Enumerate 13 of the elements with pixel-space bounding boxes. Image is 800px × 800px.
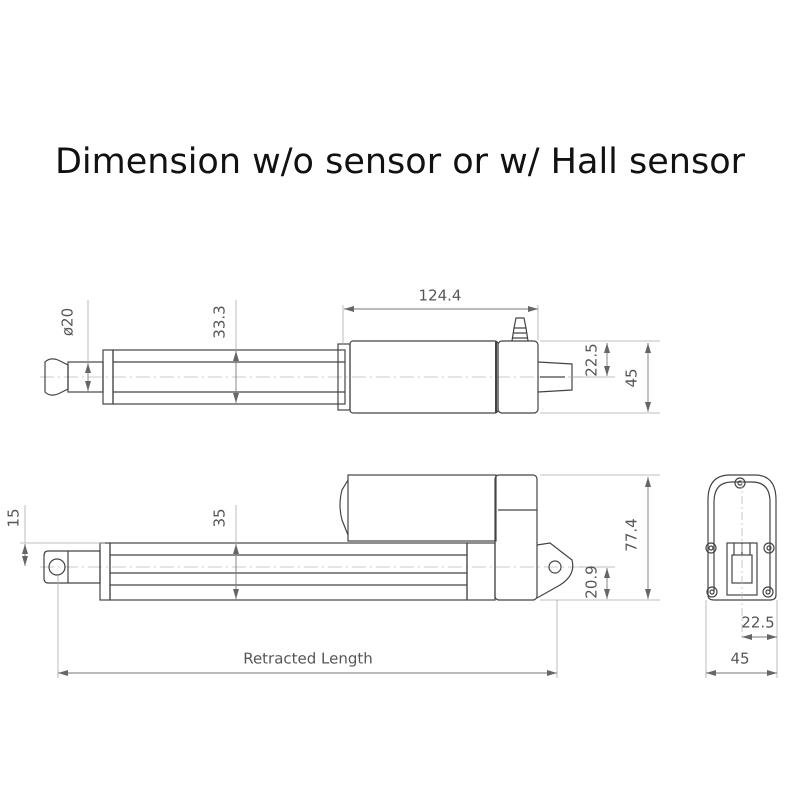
dimension-value: 45	[730, 652, 750, 666]
dimension-value: 22.5	[741, 616, 775, 630]
dimension-caption: Retracted Length	[243, 652, 373, 666]
dimension-value: 22.5	[584, 343, 600, 377]
dimension-value: 33.3	[212, 305, 228, 339]
dimension-value: 77.4	[624, 518, 640, 552]
dimension-value: 124.4	[418, 288, 462, 304]
diagram-title: Dimension w/o sensor or w/ Hall sensor	[54, 142, 746, 182]
dimension-value: 35	[212, 508, 228, 528]
dimension-value: ø20	[60, 308, 76, 336]
dimension-value: 15	[6, 508, 22, 528]
dimension-value: 20.9	[584, 565, 600, 599]
dimension-value: 45	[624, 368, 640, 388]
